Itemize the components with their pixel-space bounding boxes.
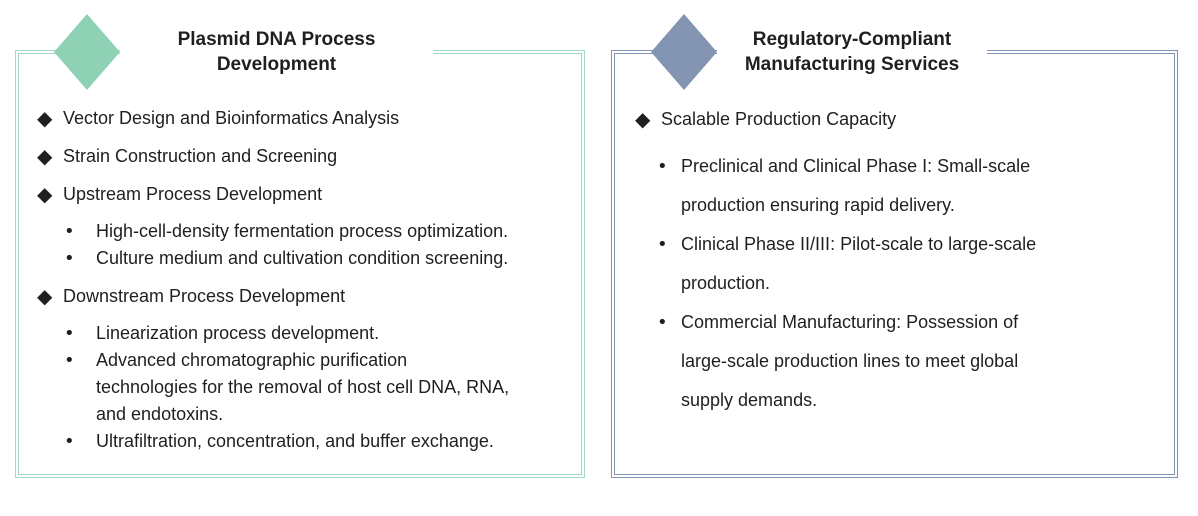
list-item: ◆ Downstream Process Development • Linea… (37, 283, 573, 455)
sub-list-item: • Preclinical and Clinical Phase I: Smal… (657, 147, 1166, 225)
dot-bullet-icon: • (64, 431, 75, 452)
dot-bullet-icon: • (64, 248, 75, 269)
left-title-box: Plasmid DNA Process Development (120, 14, 433, 90)
sub-item-label: Ultrafiltration, concentration, and buff… (96, 431, 494, 451)
sub-item-label: Linearization process development. (96, 323, 380, 343)
list-item-label: Strain Construction and Screening (63, 146, 338, 166)
diamond-bullet-icon: ◆ (37, 144, 53, 168)
sub-list-item: • Commercial Manufacturing: Possession o… (657, 303, 1166, 420)
sub-list: • Preclinical and Clinical Phase I: Smal… (657, 147, 1166, 420)
sub-list-item: • Advanced chromatographic purification … (64, 347, 573, 428)
left-panel-list: ◆ Vector Design and Bioinformatics Analy… (19, 54, 581, 455)
dot-bullet-icon: • (657, 312, 668, 333)
sub-item-label: Clinical Phase II/III: Pilot-scale to la… (681, 234, 1037, 293)
sub-list-item: • Clinical Phase II/III: Pilot-scale to … (657, 225, 1166, 303)
sub-list-item: • High-cell-density fermentation process… (64, 218, 573, 245)
right-panel-list: ◆ Scalable Production Capacity • Preclin… (615, 54, 1174, 420)
left-panel-title: Plasmid DNA Process Development (177, 29, 376, 75)
sub-item-label: Culture medium and cultivation condition… (96, 248, 509, 268)
panel-plasmid-dna-process-development: Plasmid DNA Process Development ◆ Vector… (15, 14, 585, 478)
list-item: ◆ Strain Construction and Screening (37, 143, 573, 170)
left-panel-header: Plasmid DNA Process Development (54, 14, 433, 90)
teal-diamond-icon (54, 14, 120, 90)
right-panel-title: Regulatory-Compliant Manufacturing Servi… (744, 29, 960, 75)
sub-list-item: • Linearization process development. (64, 320, 573, 347)
sub-item-label: High-cell-density fermentation process o… (96, 221, 509, 241)
sub-item-label: Commercial Manufacturing: Possession of … (681, 312, 1019, 410)
list-item: ◆ Scalable Production Capacity • Preclin… (635, 106, 1166, 420)
dot-bullet-icon: • (64, 323, 75, 344)
sub-list: • Linearization process development. • A… (64, 320, 573, 455)
blue-diamond-icon (651, 14, 717, 90)
right-panel-header: Regulatory-Compliant Manufacturing Servi… (651, 14, 987, 90)
right-title-box: Regulatory-Compliant Manufacturing Servi… (717, 14, 987, 90)
diamond-bullet-icon: ◆ (37, 106, 53, 130)
list-item-label: Downstream Process Development (63, 286, 346, 306)
diamond-bullet-icon: ◆ (37, 182, 53, 206)
panel-regulatory-compliant-manufacturing-services: Regulatory-Compliant Manufacturing Servi… (611, 14, 1178, 478)
list-item: ◆ Upstream Process Development • High-ce… (37, 181, 573, 272)
list-item-label: Upstream Process Development (63, 184, 323, 204)
list-item: ◆ Vector Design and Bioinformatics Analy… (37, 105, 573, 132)
dot-bullet-icon: • (64, 221, 75, 242)
sub-list-item: • Ultrafiltration, concentration, and bu… (64, 428, 573, 455)
list-item-label: Vector Design and Bioinformatics Analysi… (63, 108, 400, 128)
sub-list: • High-cell-density fermentation process… (64, 218, 573, 272)
diamond-bullet-icon: ◆ (635, 107, 651, 131)
diamond-bullet-icon: ◆ (37, 284, 53, 308)
sub-item-label: Preclinical and Clinical Phase I: Small-… (681, 156, 1031, 215)
dot-bullet-icon: • (64, 350, 75, 371)
dot-bullet-icon: • (657, 156, 668, 177)
list-item-label: Scalable Production Capacity (661, 109, 897, 129)
sub-item-label: Advanced chromatographic purification te… (96, 350, 510, 424)
dot-bullet-icon: • (657, 234, 668, 255)
sub-list-item: • Culture medium and cultivation conditi… (64, 245, 573, 272)
